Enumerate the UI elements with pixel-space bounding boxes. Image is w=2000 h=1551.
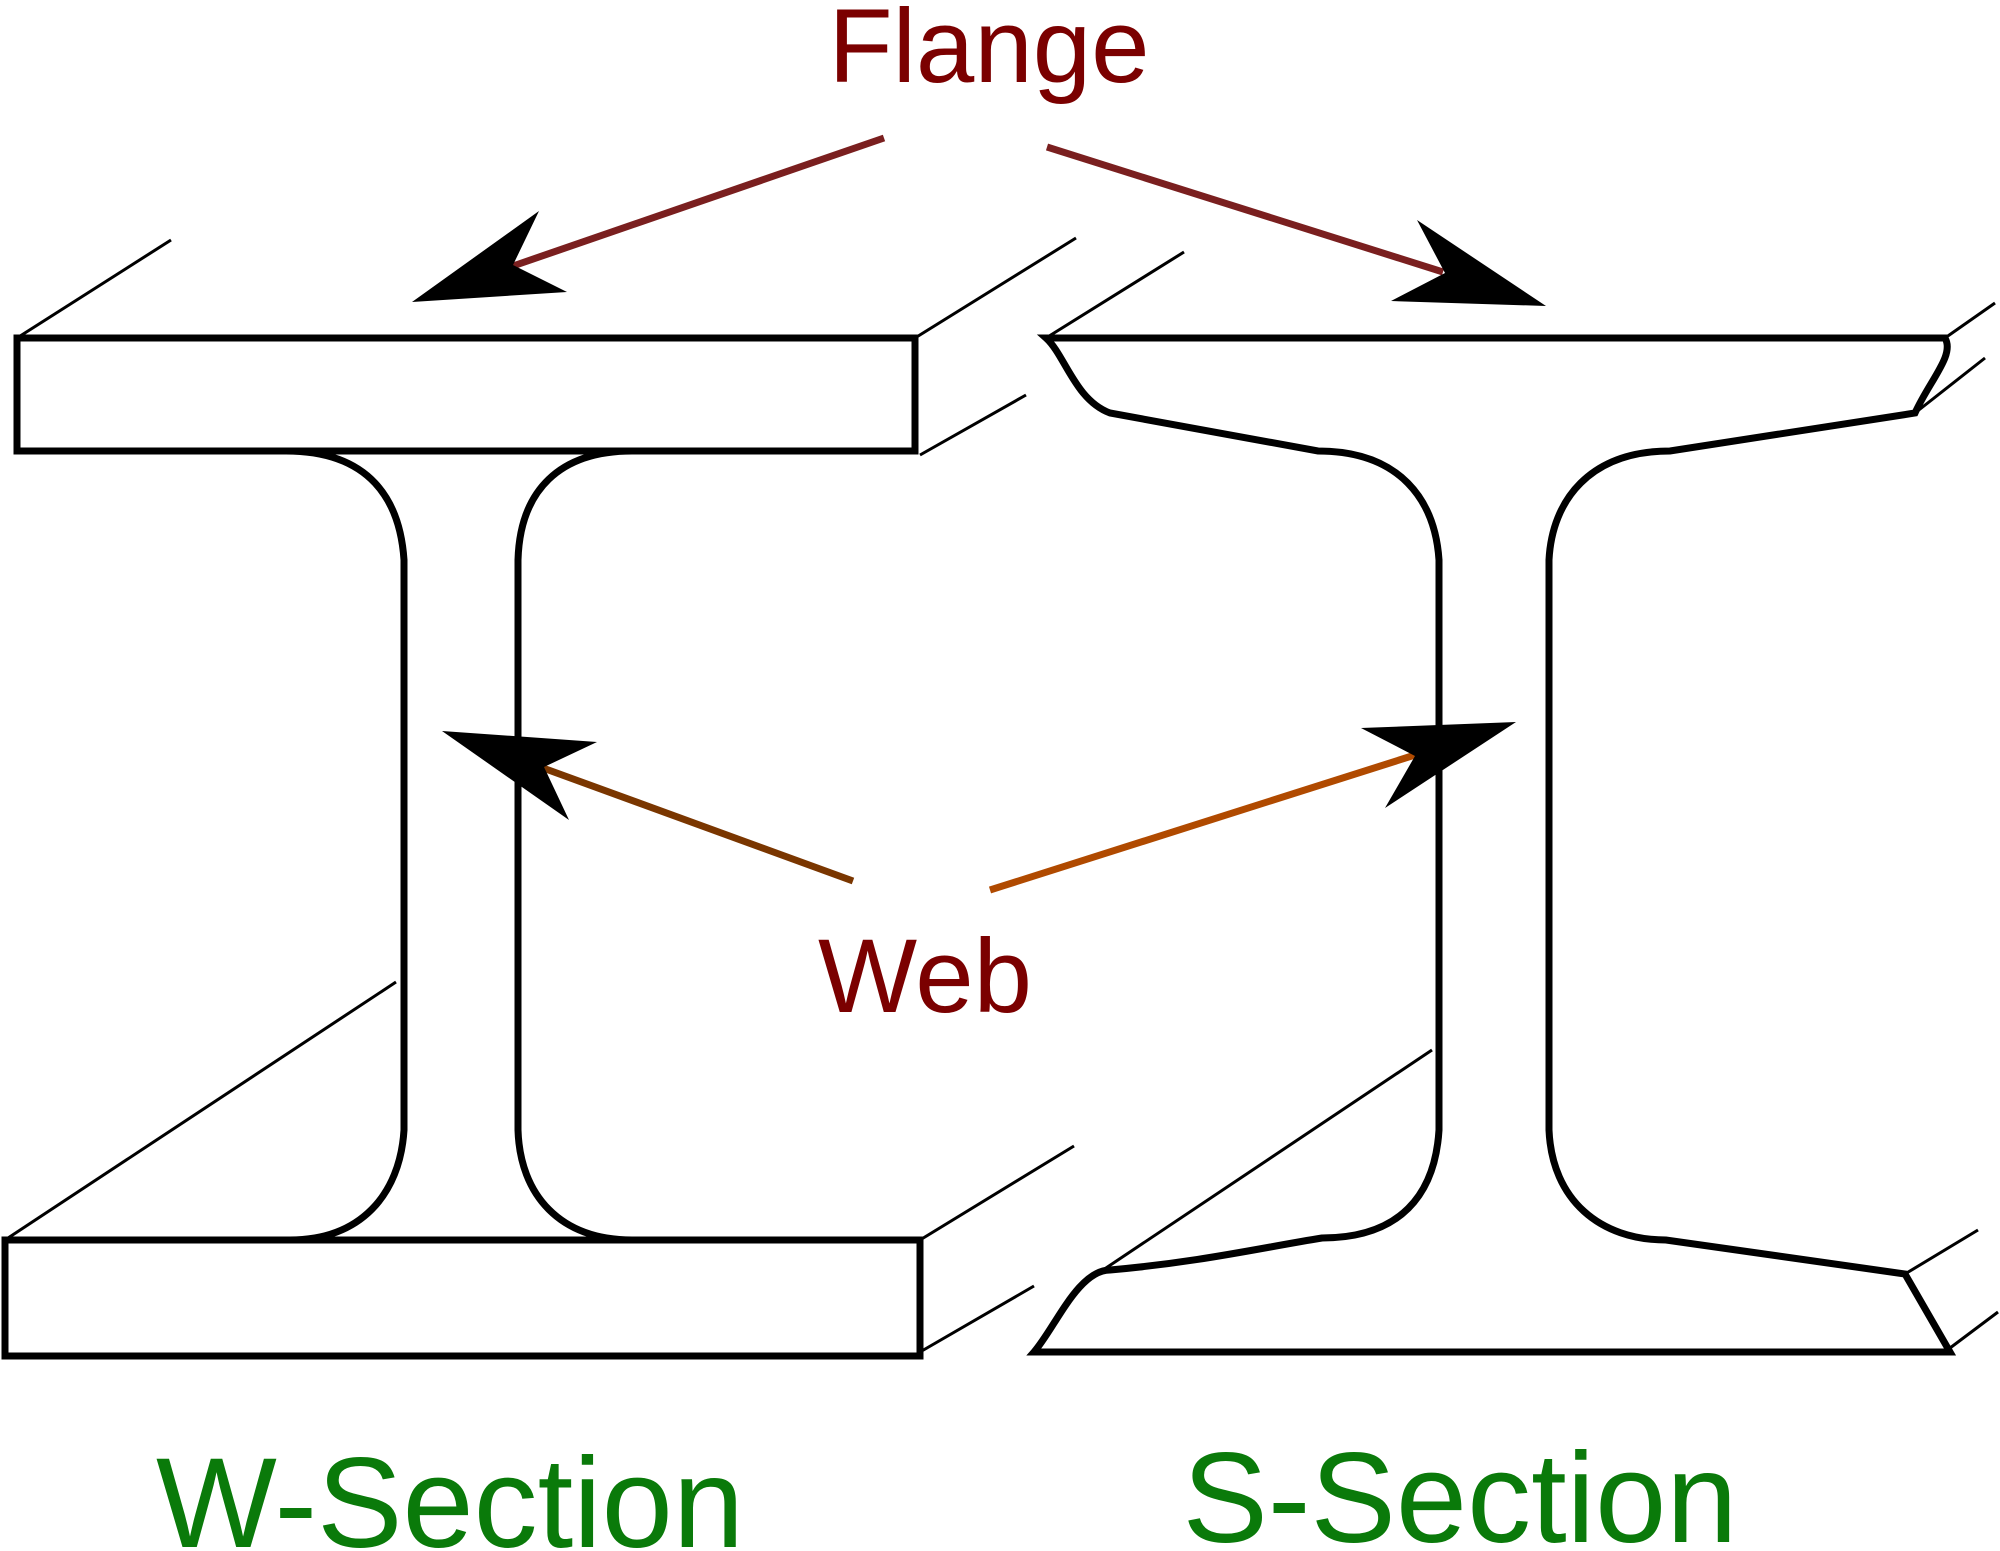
- arrowhead: [442, 731, 597, 820]
- w-section-depth-lines: [4, 236, 1077, 1354]
- flange-label: Flange: [828, 0, 1149, 105]
- arrowhead: [1361, 722, 1516, 808]
- w-section-bottom-flange: [1, 1236, 924, 1360]
- w-section-shape: [1, 236, 1077, 1360]
- s-section-shape: [1026, 250, 1999, 1356]
- w-section-top-flange: [13, 334, 919, 455]
- w-section-label: W-Section: [156, 1432, 744, 1551]
- s-section-outline: [1026, 334, 1957, 1356]
- flange-arrow-left: [412, 134, 886, 302]
- s-section-label: S-Section: [1183, 1427, 1738, 1551]
- flange-arrow-right: [1045, 143, 1546, 306]
- arrowhead: [1391, 220, 1546, 306]
- s-section-depth-lines: [1045, 250, 1999, 1350]
- web-arrow-right: [988, 722, 1516, 894]
- w-section-web: [285, 447, 633, 1244]
- web-arrow-left: [442, 731, 855, 885]
- arrowhead: [412, 211, 567, 302]
- web-label: Web: [818, 918, 1032, 1035]
